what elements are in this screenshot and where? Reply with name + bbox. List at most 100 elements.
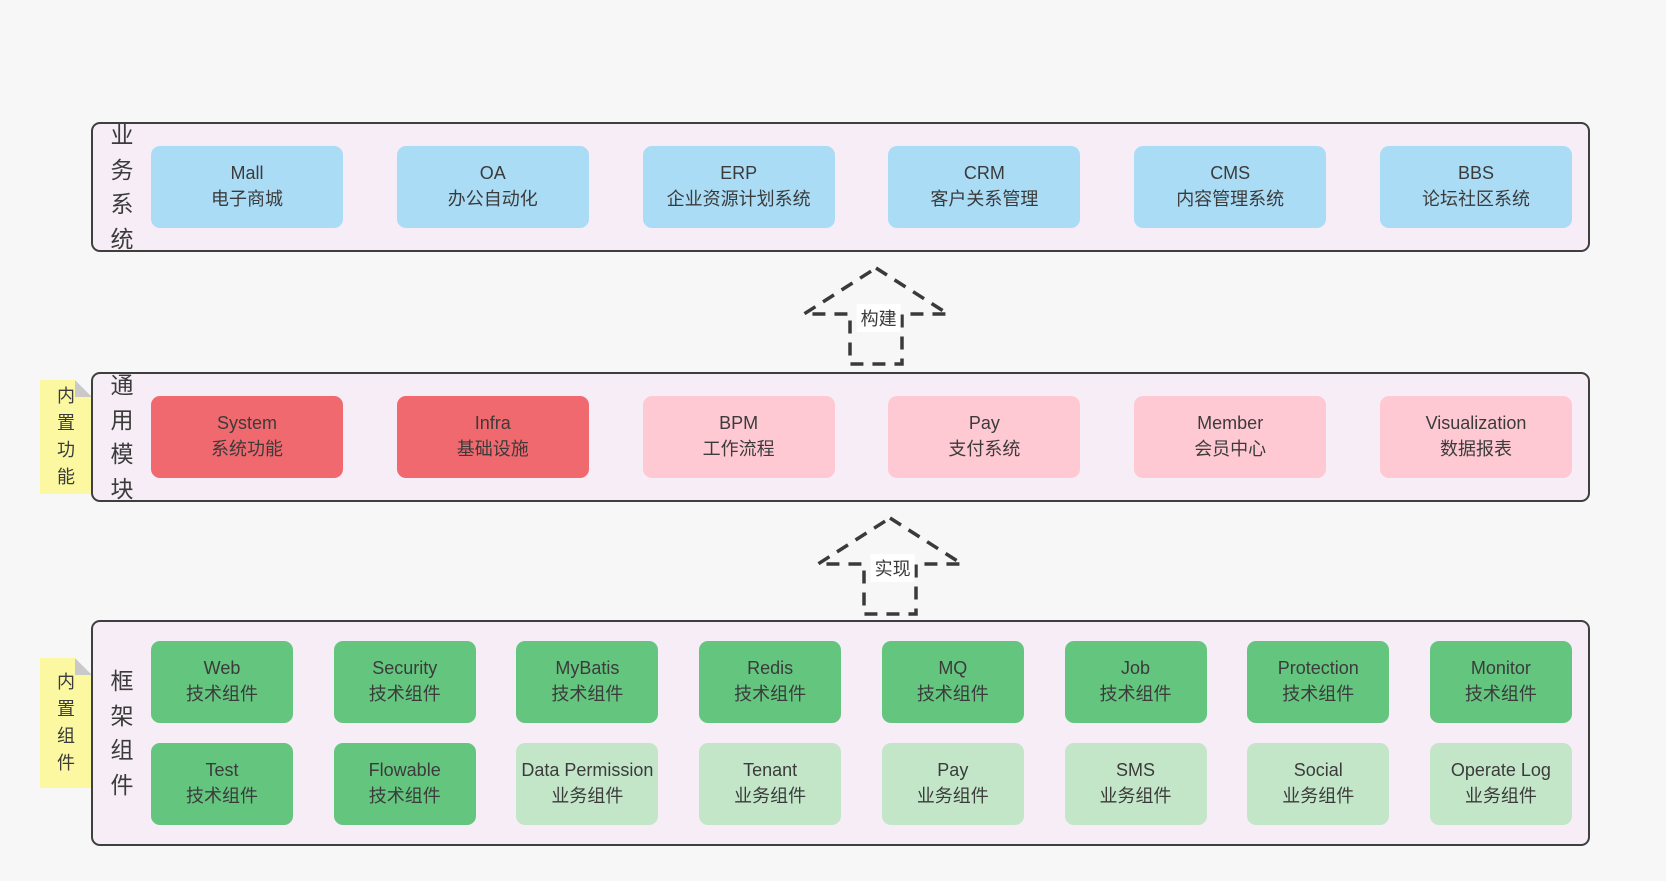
sticky-label: 内置组件 (57, 672, 75, 773)
box-subtitle: 会员中心 (1194, 439, 1267, 459)
box-title: Test (205, 760, 239, 781)
box-title: Flowable (368, 760, 441, 781)
sticky-fold-corner (75, 380, 92, 397)
box-tenant: Tenant 业务组件 (699, 743, 842, 825)
box-mall: Mall 电子商城 (151, 146, 343, 228)
box-title: MQ (938, 658, 968, 679)
box-subtitle: 技术组件 (551, 684, 624, 704)
box-title: ERP (720, 163, 758, 184)
box-subtitle: 基础设施 (456, 439, 529, 459)
box-operate-log: Operate Log 业务组件 (1429, 743, 1572, 825)
box-title: Redis (747, 658, 794, 679)
box-test: Test 技术组件 (151, 743, 293, 825)
box-social: Social 业务组件 (1247, 743, 1390, 825)
box-title: Tenant (743, 760, 798, 781)
box-bpm: BPM 工作流程 (642, 396, 835, 478)
band-common-modules: 通用模块 System 系统功能 Infra 基础设施 BPM 工作流程 Pay… (91, 372, 1590, 502)
box-pay: Pay 支付系统 (888, 396, 1081, 478)
dashed-up-arrow-icon (815, 515, 965, 616)
box-title: OA (479, 163, 506, 184)
box-redis: Redis 技术组件 (699, 641, 842, 723)
box-subtitle: 技术组件 (1464, 684, 1537, 704)
box-title: CRM (963, 163, 1005, 184)
arrow-build: 构建 (801, 264, 951, 368)
box-subtitle: 办公自动化 (447, 189, 538, 209)
box-subtitle: 业务组件 (1464, 786, 1537, 806)
box-subtitle: 业务组件 (551, 786, 624, 806)
box-job: Job 技术组件 (1064, 641, 1207, 723)
box-monitor: Monitor 技术组件 (1429, 641, 1572, 723)
band-framework-components: 框架组件 Web 技术组件 Security 技术组件 MyBatis 技术组件… (91, 620, 1590, 846)
box-title: Protection (1277, 658, 1359, 679)
box-title: MyBatis (555, 658, 620, 679)
box-title: SMS (1116, 760, 1156, 781)
box-oa: OA 办公自动化 (396, 146, 589, 228)
box-erp: ERP 企业资源计划系统 (642, 146, 835, 228)
arrow-implement: 实现 (815, 514, 965, 618)
box-crm: CRM 客户关系管理 (888, 146, 1081, 228)
box-subtitle: 业务组件 (1282, 786, 1355, 806)
box-title: Social (1293, 760, 1343, 781)
box-title: Monitor (1470, 658, 1531, 679)
box-web: Web 技术组件 (151, 641, 293, 723)
band-business-systems: 业务系统 Mall 电子商城 OA 办公自动化 ERP 企业资源计划系统 CRM… (91, 122, 1590, 252)
box-title: Job (1121, 658, 1151, 679)
box-subtitle: 技术组件 (186, 684, 258, 704)
sticky-note-built-in-components: 内置组件 (40, 658, 92, 788)
box-visualization: Visualization 数据报表 (1379, 396, 1572, 478)
components-boxes-grid: Web 技术组件 Security 技术组件 MyBatis 技术组件 Redi… (151, 622, 1588, 844)
box-data-permission: Data Permission 业务组件 (516, 743, 659, 825)
box-subtitle: 业务组件 (1099, 786, 1172, 806)
sticky-note-built-in-features: 内置功能 (40, 380, 92, 494)
box-subtitle: 技术组件 (186, 786, 258, 806)
dashed-up-arrow-icon (801, 265, 951, 366)
modules-boxes-row: System 系统功能 Infra 基础设施 BPM 工作流程 Pay 支付系统… (151, 374, 1588, 500)
box-subtitle: 论坛社区系统 (1421, 189, 1530, 209)
box-title: System (216, 413, 277, 434)
box-title: BPM (719, 413, 759, 434)
box-cms: CMS 内容管理系统 (1134, 146, 1327, 228)
box-security: Security 技术组件 (333, 641, 476, 723)
box-subtitle: 业务组件 (734, 786, 807, 806)
box-subtitle: 技术组件 (916, 684, 989, 704)
box-title: Data Permission (521, 760, 654, 781)
box-infra: Infra 基础设施 (396, 396, 589, 478)
box-title: BBS (1457, 163, 1494, 184)
box-title: Pay (937, 760, 969, 781)
band-modules-label: 通用模块 (93, 372, 151, 502)
box-title: Member (1197, 413, 1264, 434)
box-bbs: BBS 论坛社区系统 (1379, 146, 1572, 228)
box-subtitle: 内容管理系统 (1176, 189, 1285, 209)
box-title: CMS (1210, 163, 1251, 184)
box-title: Visualization (1425, 413, 1527, 434)
box-title: Mall (230, 163, 264, 184)
box-title: Security (372, 658, 438, 679)
box-title: Infra (474, 413, 511, 434)
box-subtitle: 技术组件 (368, 786, 441, 806)
band-components-label: 框架组件 (93, 622, 151, 844)
box-subtitle: 技术组件 (734, 684, 807, 704)
band-business-label: 业务系统 (93, 122, 151, 252)
box-subtitle: 客户关系管理 (930, 189, 1039, 209)
box-title: Operate Log (1450, 760, 1551, 781)
box-sms: SMS 业务组件 (1064, 743, 1207, 825)
box-protection: Protection 技术组件 (1247, 641, 1390, 723)
box-subtitle: 数据报表 (1439, 439, 1512, 459)
box-title: Web (203, 658, 241, 679)
box-mybatis: MyBatis 技术组件 (516, 641, 659, 723)
box-pay-business: Pay 业务组件 (881, 743, 1024, 825)
box-flowable: Flowable 技术组件 (333, 743, 476, 825)
box-subtitle: 企业资源计划系统 (666, 189, 811, 209)
box-system: System 系统功能 (151, 396, 343, 478)
box-mq: MQ 技术组件 (881, 641, 1024, 723)
box-subtitle: 电子商城 (211, 189, 283, 209)
sticky-label: 内置功能 (57, 386, 75, 487)
sticky-fold-corner (75, 658, 92, 675)
box-subtitle: 支付系统 (948, 439, 1021, 459)
box-subtitle: 系统功能 (211, 439, 283, 459)
box-subtitle: 业务组件 (916, 786, 989, 806)
band-label-text: 框架组件 (110, 668, 134, 798)
band-label-text: 业务系统 (110, 122, 134, 252)
box-title: Pay (968, 413, 1000, 434)
box-subtitle: 技术组件 (368, 684, 441, 704)
